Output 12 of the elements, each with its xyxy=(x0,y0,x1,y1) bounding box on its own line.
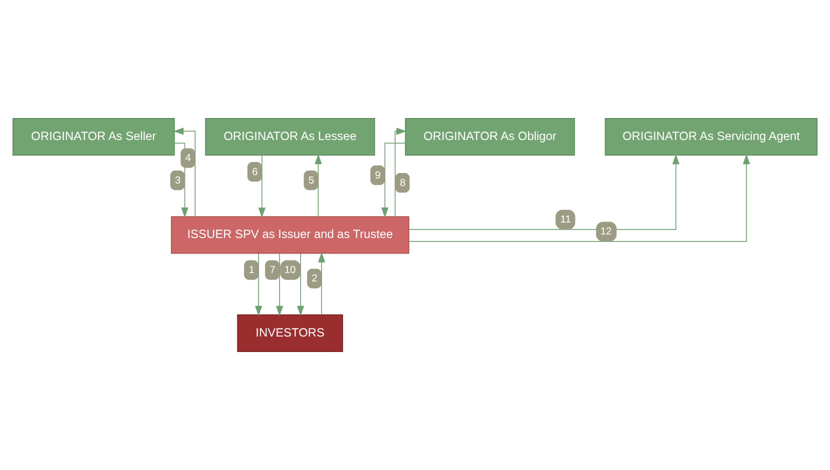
edge-label: 8 xyxy=(400,178,406,189)
edge-label: 6 xyxy=(252,166,258,178)
edge-label: 12 xyxy=(600,226,612,238)
edge-label: 2 xyxy=(312,274,318,285)
edge-label: 1 xyxy=(248,265,254,276)
edge-label: 11 xyxy=(560,214,571,226)
edge-label: 10 xyxy=(284,265,296,276)
edge-label: 5 xyxy=(308,175,314,186)
edge-label: 3 xyxy=(174,175,181,186)
edge-label: 4 xyxy=(185,153,192,164)
edge-label: 7 xyxy=(270,265,276,276)
edge-label: 9 xyxy=(375,170,381,182)
